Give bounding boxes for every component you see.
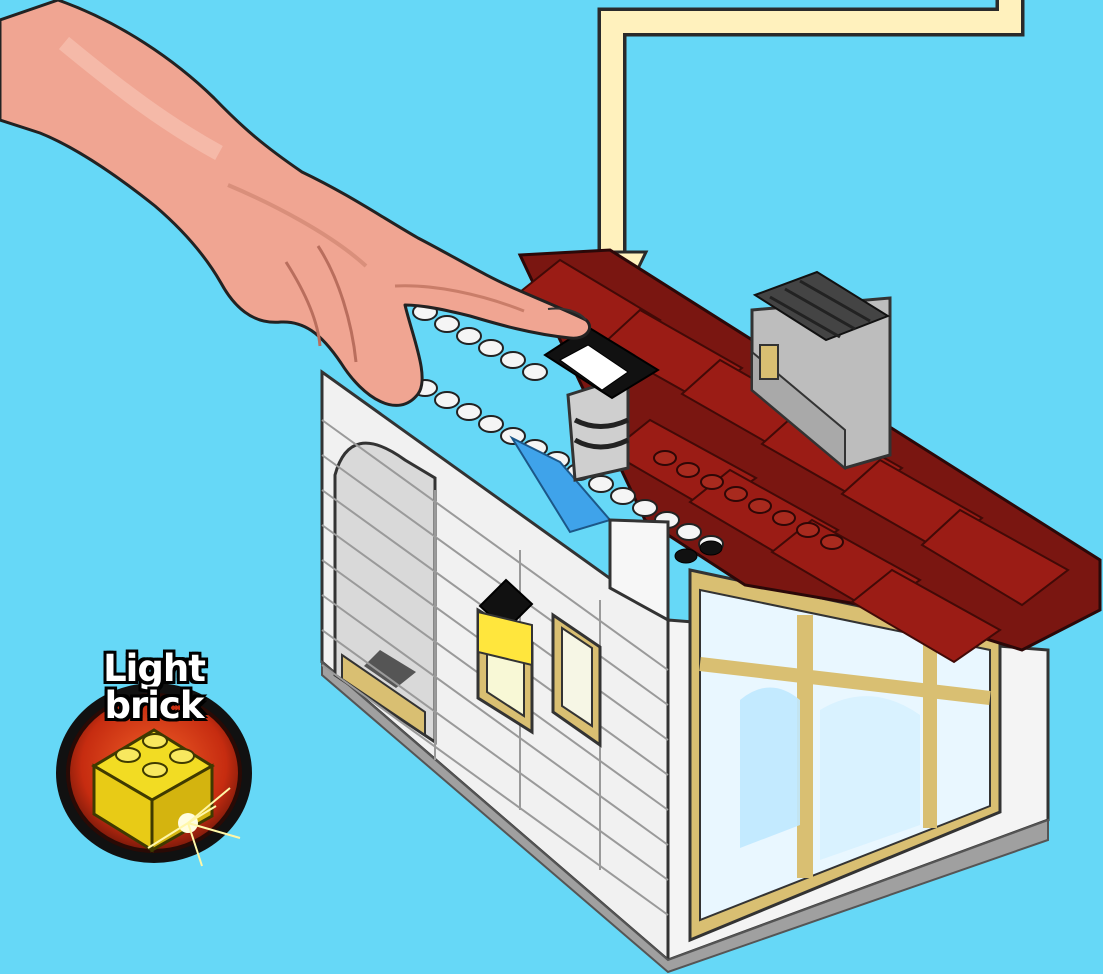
light-brick-badge: Light brick: [48, 650, 260, 870]
badge-label: Light brick: [48, 650, 260, 724]
lego-house-icon: [322, 250, 1100, 972]
